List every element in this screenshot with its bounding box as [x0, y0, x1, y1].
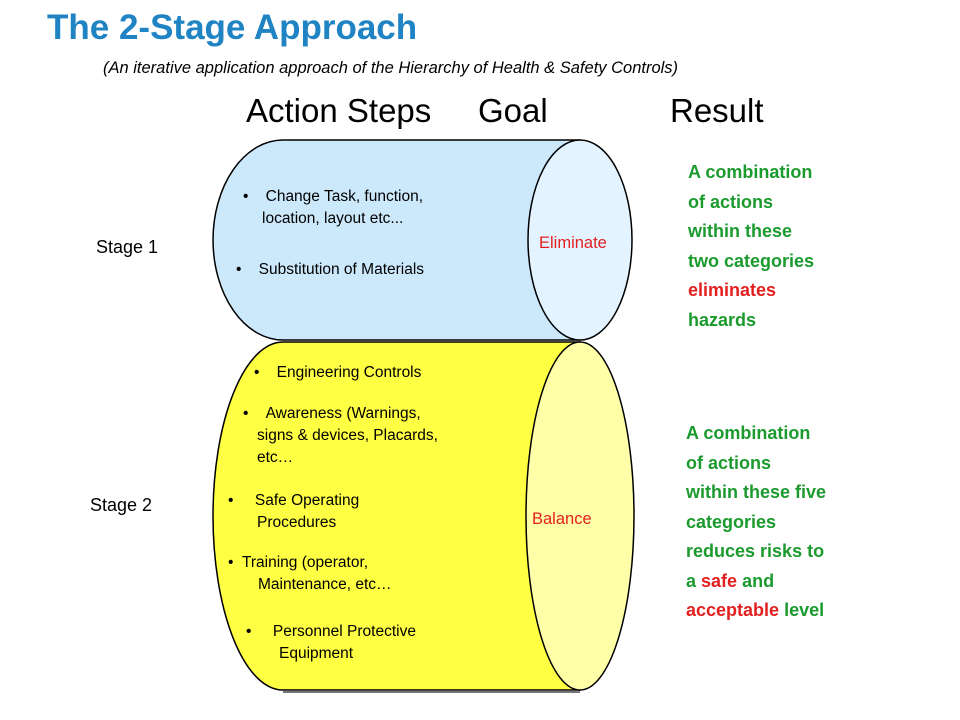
- result-line: categories: [686, 511, 777, 532]
- stage1-goal-label: Eliminate: [539, 234, 607, 252]
- stage2-cylinder-body: [212, 341, 581, 691]
- stage2-action-item: • Engineering Controls: [254, 362, 421, 384]
- page-title: The 2-Stage Approach: [47, 8, 418, 47]
- stage2-action-item: • Personnel Protective Equipment: [246, 621, 416, 665]
- action-line: Change Task, function,: [265, 188, 424, 205]
- result-highlight-acceptable: acceptable: [686, 600, 780, 620]
- bullet-dot-icon: •: [228, 492, 234, 509]
- action-line: Safe Operating: [254, 492, 360, 509]
- column-header-action-steps: Action Steps: [246, 92, 432, 129]
- result-highlight: eliminates: [688, 280, 777, 300]
- stage2-cylinder-cap: [525, 341, 635, 691]
- bullet-dot-icon: •: [254, 364, 260, 381]
- result-word: and: [742, 570, 775, 591]
- result-line: A combination: [686, 423, 811, 443]
- stage-1-label: Stage 1: [96, 237, 159, 257]
- stage1-result-text: A combination of actions within these tw…: [688, 158, 814, 335]
- stage1-action-item: • Substitution of Materials: [236, 259, 424, 281]
- column-header-goal: Goal: [478, 92, 548, 129]
- result-highlight-safe: safe: [701, 570, 738, 591]
- result-line: hazards: [688, 309, 757, 330]
- bullet-dot-icon: •: [228, 554, 234, 571]
- action-line: Awareness (Warnings,: [265, 405, 421, 422]
- action-line: Procedures: [257, 514, 337, 531]
- result-line: of actions: [688, 191, 774, 212]
- result-line: A combination: [688, 162, 813, 182]
- stage2-action-item: • Safe Operating Procedures: [228, 490, 359, 534]
- stage2-result-text: A combination of actions within these fi…: [686, 419, 826, 626]
- stage1-action-item: • Change Task, function, location, layou…: [243, 186, 423, 230]
- stage1-cylinder-cap: [527, 139, 633, 341]
- action-line: Substitution of Materials: [258, 261, 425, 278]
- stage-2-label: Stage 2: [90, 495, 153, 515]
- action-line: signs & devices, Placards,: [257, 427, 438, 444]
- action-line: Equipment: [279, 645, 354, 662]
- bullet-dot-icon: •: [243, 405, 249, 422]
- stage2-goal-label: Balance: [532, 510, 592, 528]
- action-line: Personnel Protective: [272, 623, 416, 640]
- action-line: Engineering Controls: [276, 364, 422, 381]
- action-line: location, layout etc...: [262, 210, 404, 227]
- action-line: Training (operator,: [242, 554, 369, 571]
- action-line: Maintenance, etc…: [258, 576, 392, 593]
- stage2-action-item: • Training (operator, Maintenance, etc…: [228, 552, 392, 596]
- result-line: of actions: [686, 452, 772, 473]
- stage2-action-item: • Awareness (Warnings, signs & devices, …: [243, 403, 438, 469]
- column-header-result: Result: [670, 92, 764, 129]
- result-line: reduces risks to: [686, 541, 825, 561]
- page-subtitle: (An iterative application approach of th…: [103, 59, 679, 77]
- result-word: a: [686, 570, 697, 591]
- bullet-dot-icon: •: [236, 261, 242, 278]
- result-line: two categories: [688, 250, 815, 271]
- bullet-dot-icon: •: [246, 623, 252, 640]
- action-line: etc…: [257, 449, 294, 466]
- bullet-dot-icon: •: [243, 188, 249, 205]
- result-line: within these: [688, 221, 793, 241]
- stage1-cylinder-body: [212, 139, 581, 341]
- result-word: level: [784, 600, 825, 620]
- result-line: within these five: [686, 482, 827, 502]
